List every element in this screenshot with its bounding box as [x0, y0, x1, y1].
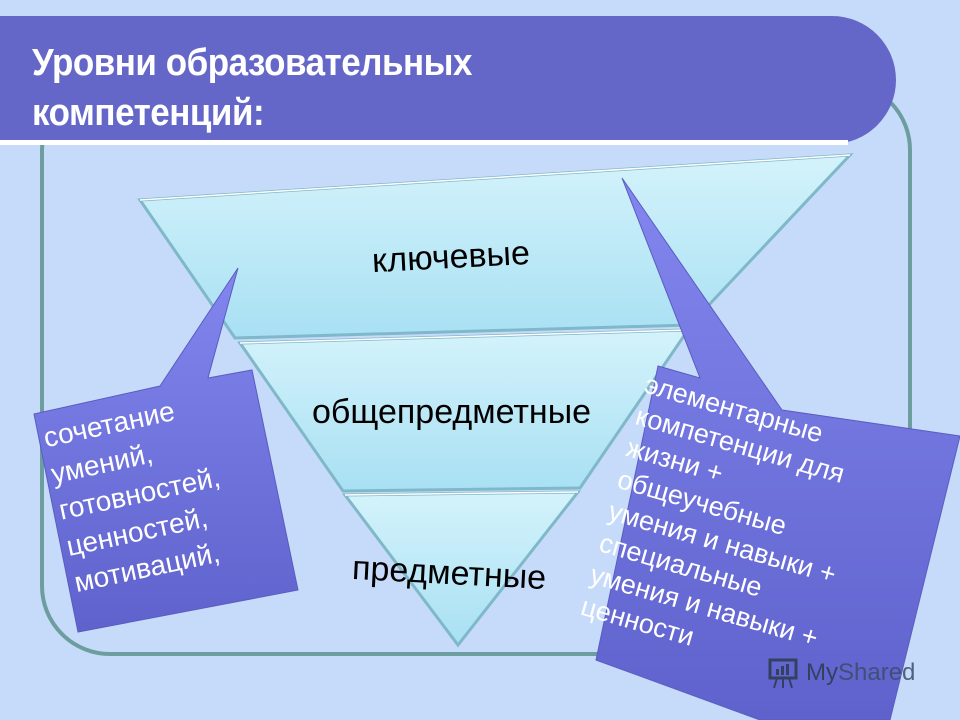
level-label-general-subject: общепредметные	[312, 393, 592, 431]
title-bar: Уровни образовательных компетенций:	[0, 16, 896, 145]
page-title: Уровни образовательных компетенций:	[32, 38, 472, 138]
left-callout-shape	[33, 267, 299, 633]
watermark: MyShared	[766, 656, 915, 690]
watermark-my: My	[806, 659, 838, 686]
watermark-shared: Shared	[838, 659, 916, 686]
right-callout-shape	[595, 177, 960, 720]
pyramid-level-subject	[342, 490, 582, 648]
presentation-board-icon	[768, 658, 798, 689]
title-underline	[0, 140, 848, 145]
title-line-2: компетенций:	[32, 92, 265, 134]
pyramid-level-general-subject	[237, 328, 691, 493]
title-line-1: Уровни образовательных	[32, 42, 473, 84]
level-label-key: ключевые	[371, 233, 531, 281]
